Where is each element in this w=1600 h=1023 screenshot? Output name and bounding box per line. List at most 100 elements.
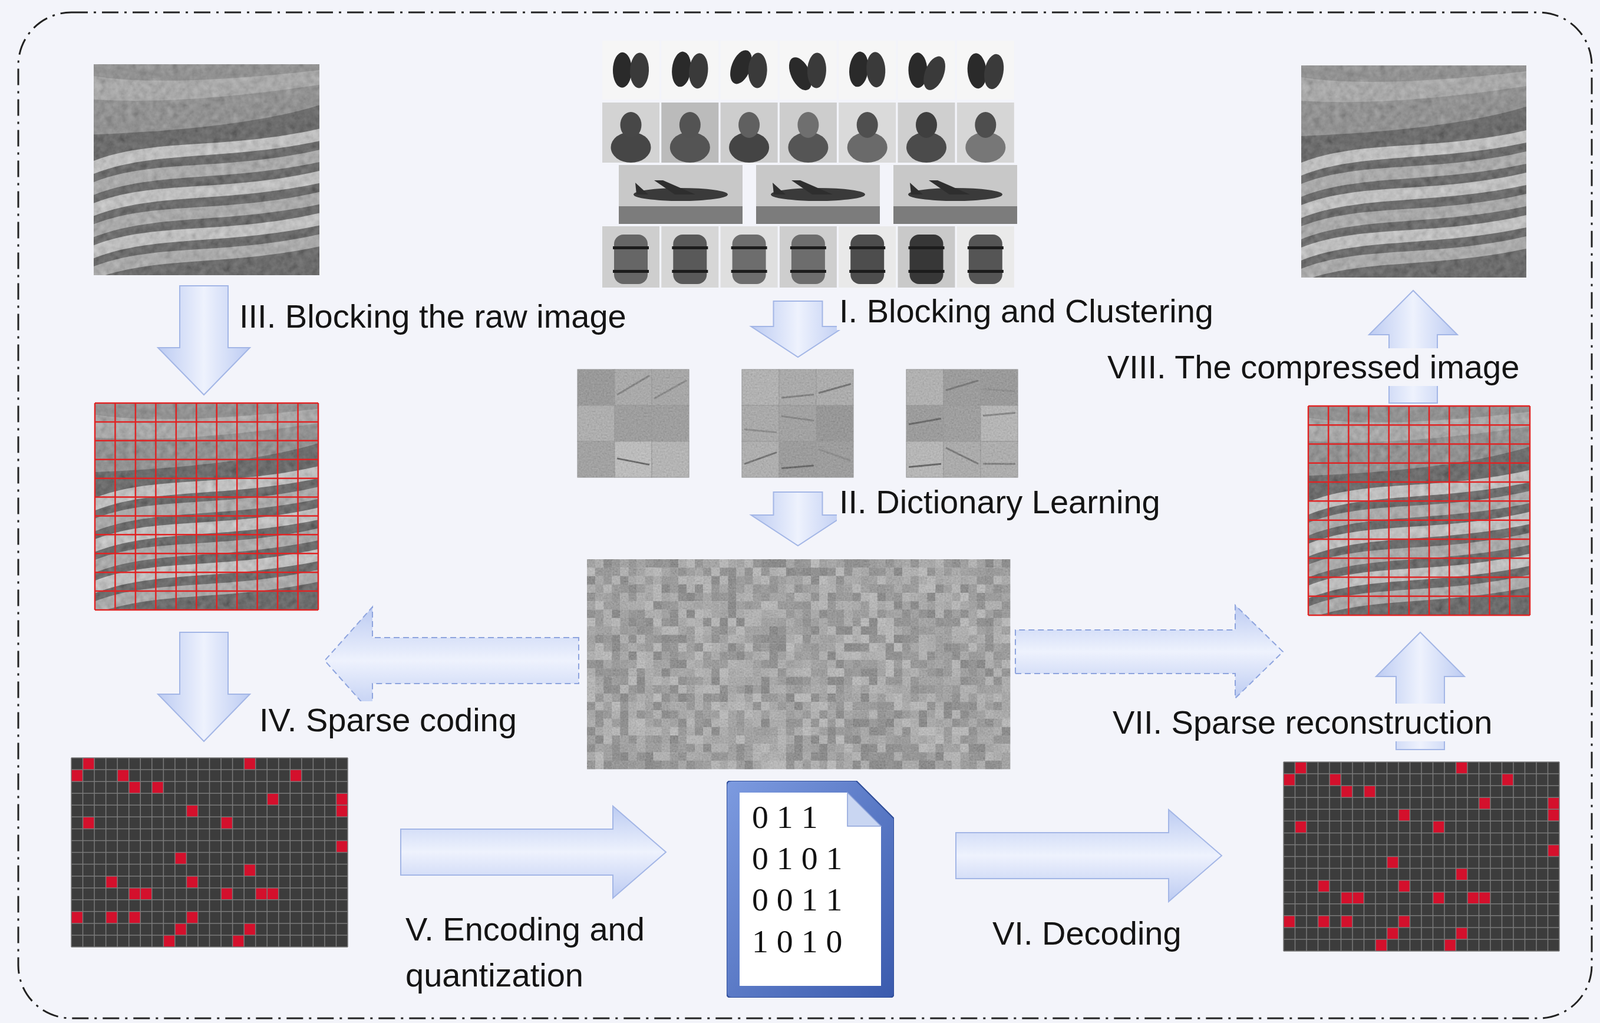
block-grid-line: [1367, 406, 1370, 616]
compressed-image: [1301, 65, 1527, 282]
plane-shape: [791, 180, 833, 195]
block-grid-line: [134, 403, 137, 610]
barrel-hoop: [967, 269, 1004, 273]
photo-tile: [756, 165, 880, 224]
photo-tile: [602, 40, 660, 100]
binocular-shape: [612, 51, 632, 88]
nonzero-coefficient: [1341, 785, 1354, 798]
barrel-shape: [968, 234, 1003, 285]
raw-image: [93, 64, 320, 280]
matrix-grid-line: [71, 840, 348, 842]
nonzero-coefficient: [129, 888, 141, 900]
photo-tile: [779, 226, 837, 288]
matrix-grid-line: [1283, 856, 1560, 858]
block-grid-line: [94, 533, 319, 536]
block-grid-line: [1448, 406, 1451, 616]
nonzero-coefficient: [1318, 915, 1331, 928]
block-grid-line: [1308, 614, 1530, 617]
block-grid-line: [154, 403, 157, 610]
binocular-shape: [629, 52, 650, 89]
nonzero-coefficient: [186, 876, 199, 889]
block-grid-line: [1308, 538, 1530, 541]
matrix-grid-line: [1283, 903, 1560, 905]
plane-shape: [928, 180, 971, 195]
photo-tile: [838, 102, 896, 163]
nonzero-coefficient: [1479, 892, 1491, 905]
nonzero-coefficient: [1318, 880, 1331, 893]
photo-tile: [661, 102, 719, 163]
barrel-hoop: [671, 246, 708, 250]
matrix-grid-line: [71, 816, 348, 818]
document-fold: [847, 792, 882, 827]
matrix-grid-line: [1283, 796, 1560, 798]
photo-tile: [720, 102, 778, 163]
block-grid-line: [1529, 406, 1532, 616]
plane-shape: [909, 182, 923, 195]
block-grid-line: [94, 477, 319, 480]
binocular-shape: [919, 53, 950, 93]
nonzero-coefficient: [1398, 915, 1411, 928]
barrel-hoop: [731, 246, 768, 250]
nonzero-coefficient: [1398, 809, 1411, 821]
matrix-grid-line: [1283, 891, 1560, 893]
photo-ground: [893, 206, 1018, 224]
blocked-image: [94, 403, 319, 615]
label-holder: V. Encoding and quantization: [403, 906, 691, 999]
barrel-hoop: [967, 246, 1004, 250]
photo-ground: [618, 206, 743, 224]
matrix-grid-line: [1283, 926, 1560, 929]
nonzero-coefficient: [83, 816, 95, 829]
block-arrow: [157, 632, 250, 742]
barrel-shape: [673, 234, 707, 285]
block-arrow: [1015, 605, 1283, 699]
label-holder: VIII. The compressed image: [1104, 348, 1522, 387]
photo-tile: [957, 226, 1015, 288]
photo-tile: [720, 40, 778, 100]
block-grid-line: [276, 403, 279, 610]
block-grid-line: [1308, 481, 1530, 484]
label-holder: III. Blocking the raw image: [236, 297, 629, 336]
dictionary-noise: [586, 559, 1011, 770]
block-grid-line: [1308, 424, 1530, 427]
barrel-hoop: [908, 246, 945, 250]
block-grid-line: [94, 552, 319, 555]
matrix-grid-line: [1283, 868, 1560, 870]
nonzero-coefficient: [186, 805, 199, 817]
label-holder: IV. Sparse coding: [256, 701, 520, 740]
nonzero-coefficient: [1433, 892, 1446, 905]
block-grid-line: [94, 458, 319, 461]
barrel-hoop: [790, 269, 827, 273]
statue-shape: [679, 111, 701, 138]
block-arrow: [955, 809, 1222, 902]
block-grid-line: [94, 590, 319, 593]
nonzero-coefficient: [152, 781, 164, 794]
label-holder: VI. Decoding: [990, 914, 1184, 953]
nonzero-coefficient: [1548, 844, 1560, 857]
nonzero-coefficient: [1502, 773, 1514, 786]
nonzero-coefficient: [1283, 915, 1296, 928]
plane-shape: [654, 180, 696, 195]
block-grid-line: [94, 609, 319, 612]
matrix-grid-line: [1283, 773, 1560, 775]
nonzero-coefficient: [243, 757, 256, 770]
nonzero-coefficient: [220, 888, 233, 900]
patch-noise: [906, 369, 1018, 478]
patch-noise: [577, 369, 689, 478]
matrix-grid-line: [1283, 832, 1560, 834]
nonzero-coefficient: [1548, 797, 1560, 810]
binocular-shape: [687, 52, 710, 90]
photo-tile: [720, 226, 778, 288]
nonzero-coefficient: [129, 781, 141, 794]
block-grid-line: [94, 440, 319, 442]
nonzero-coefficient: [1375, 939, 1388, 952]
matrix-grid-line: [1283, 844, 1560, 846]
nonzero-coefficient: [175, 923, 187, 936]
binary-line: 1 0 1 0: [751, 920, 894, 962]
step-label: VI. Decoding: [990, 914, 1184, 953]
block-grid-line: [1308, 443, 1530, 445]
block-grid-line: [1347, 406, 1350, 616]
matrix-grid-line: [71, 934, 348, 936]
label-holder: VII. Sparse reconstruction: [1110, 703, 1495, 742]
block-grid-line: [256, 403, 259, 610]
block-grid-line: [114, 403, 117, 610]
